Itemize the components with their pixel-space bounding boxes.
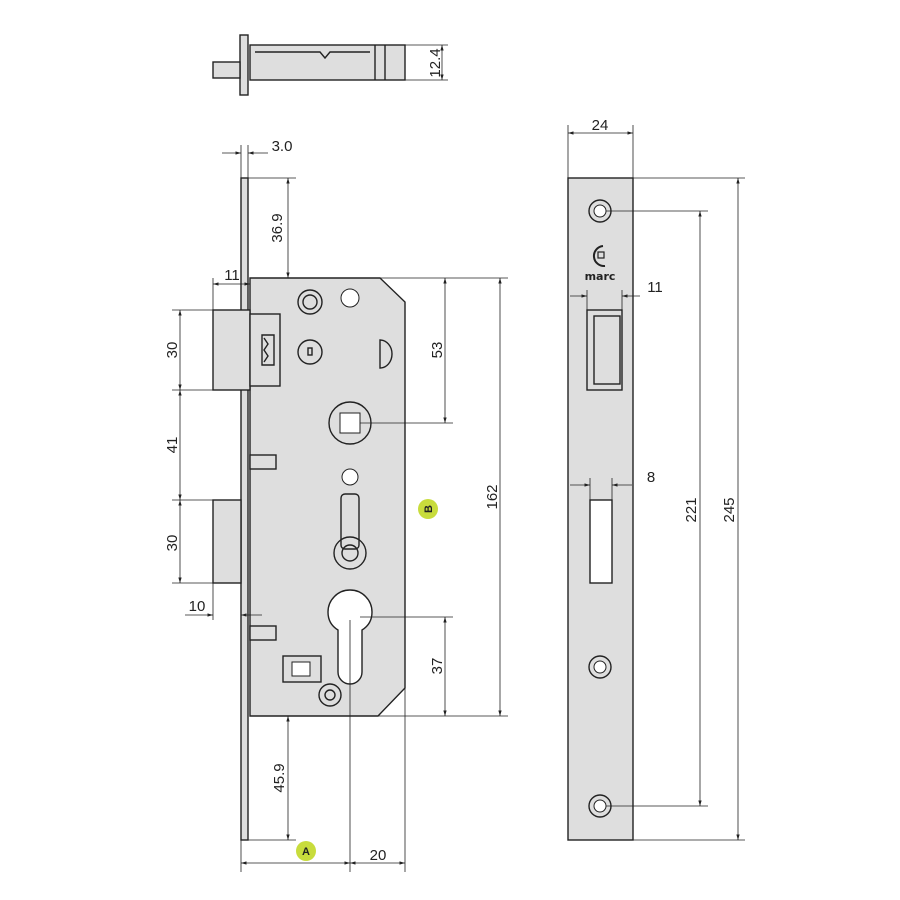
dim-plate-bolt-width: 8 xyxy=(647,469,655,486)
dim-hole-spacing: 221 xyxy=(683,497,700,522)
dim-faceplate-thickness: 3.0 xyxy=(272,138,293,155)
dim-plate-length: 245 xyxy=(721,497,738,522)
latch-bolt xyxy=(212,309,251,391)
marker-b-label: B xyxy=(423,505,435,513)
faceplate-view: marc 24 11 8 221 245 xyxy=(567,117,745,841)
dim-latch-height: 30 xyxy=(164,342,181,359)
dim-bolt-height: 30 xyxy=(164,535,181,552)
marker-a-label: A xyxy=(302,846,310,858)
dim-plate-latch-width: 11 xyxy=(647,279,663,296)
marker-b xyxy=(418,499,438,519)
front-view: 3.0 36.9 11 30 41 30 10 53 37 162 45.9 2… xyxy=(164,138,508,872)
dim-latch-offset: 11 xyxy=(224,267,240,284)
top-view: 12.4 xyxy=(212,34,448,96)
dim-plate-width: 24 xyxy=(592,117,609,134)
dim-backset-extra: 20 xyxy=(370,847,387,864)
dim-top-thickness: 12.4 xyxy=(427,48,444,77)
brand-logo: marc xyxy=(585,245,616,283)
dim-bottom-to-case: 45.9 xyxy=(271,763,288,792)
dim-cylinder-to-bottom: 37 xyxy=(429,658,446,675)
dim-top-to-case: 36.9 xyxy=(269,213,286,242)
marker-a xyxy=(296,841,316,861)
dead-bolt xyxy=(212,499,242,584)
faceplate xyxy=(240,177,249,841)
dim-latch-to-bolt: 41 xyxy=(164,437,181,454)
dim-case-to-spindle: 53 xyxy=(429,342,446,359)
brand-name: marc xyxy=(585,270,616,283)
dim-case-height: 162 xyxy=(484,484,501,509)
dim-bolt-offset: 10 xyxy=(189,598,206,615)
